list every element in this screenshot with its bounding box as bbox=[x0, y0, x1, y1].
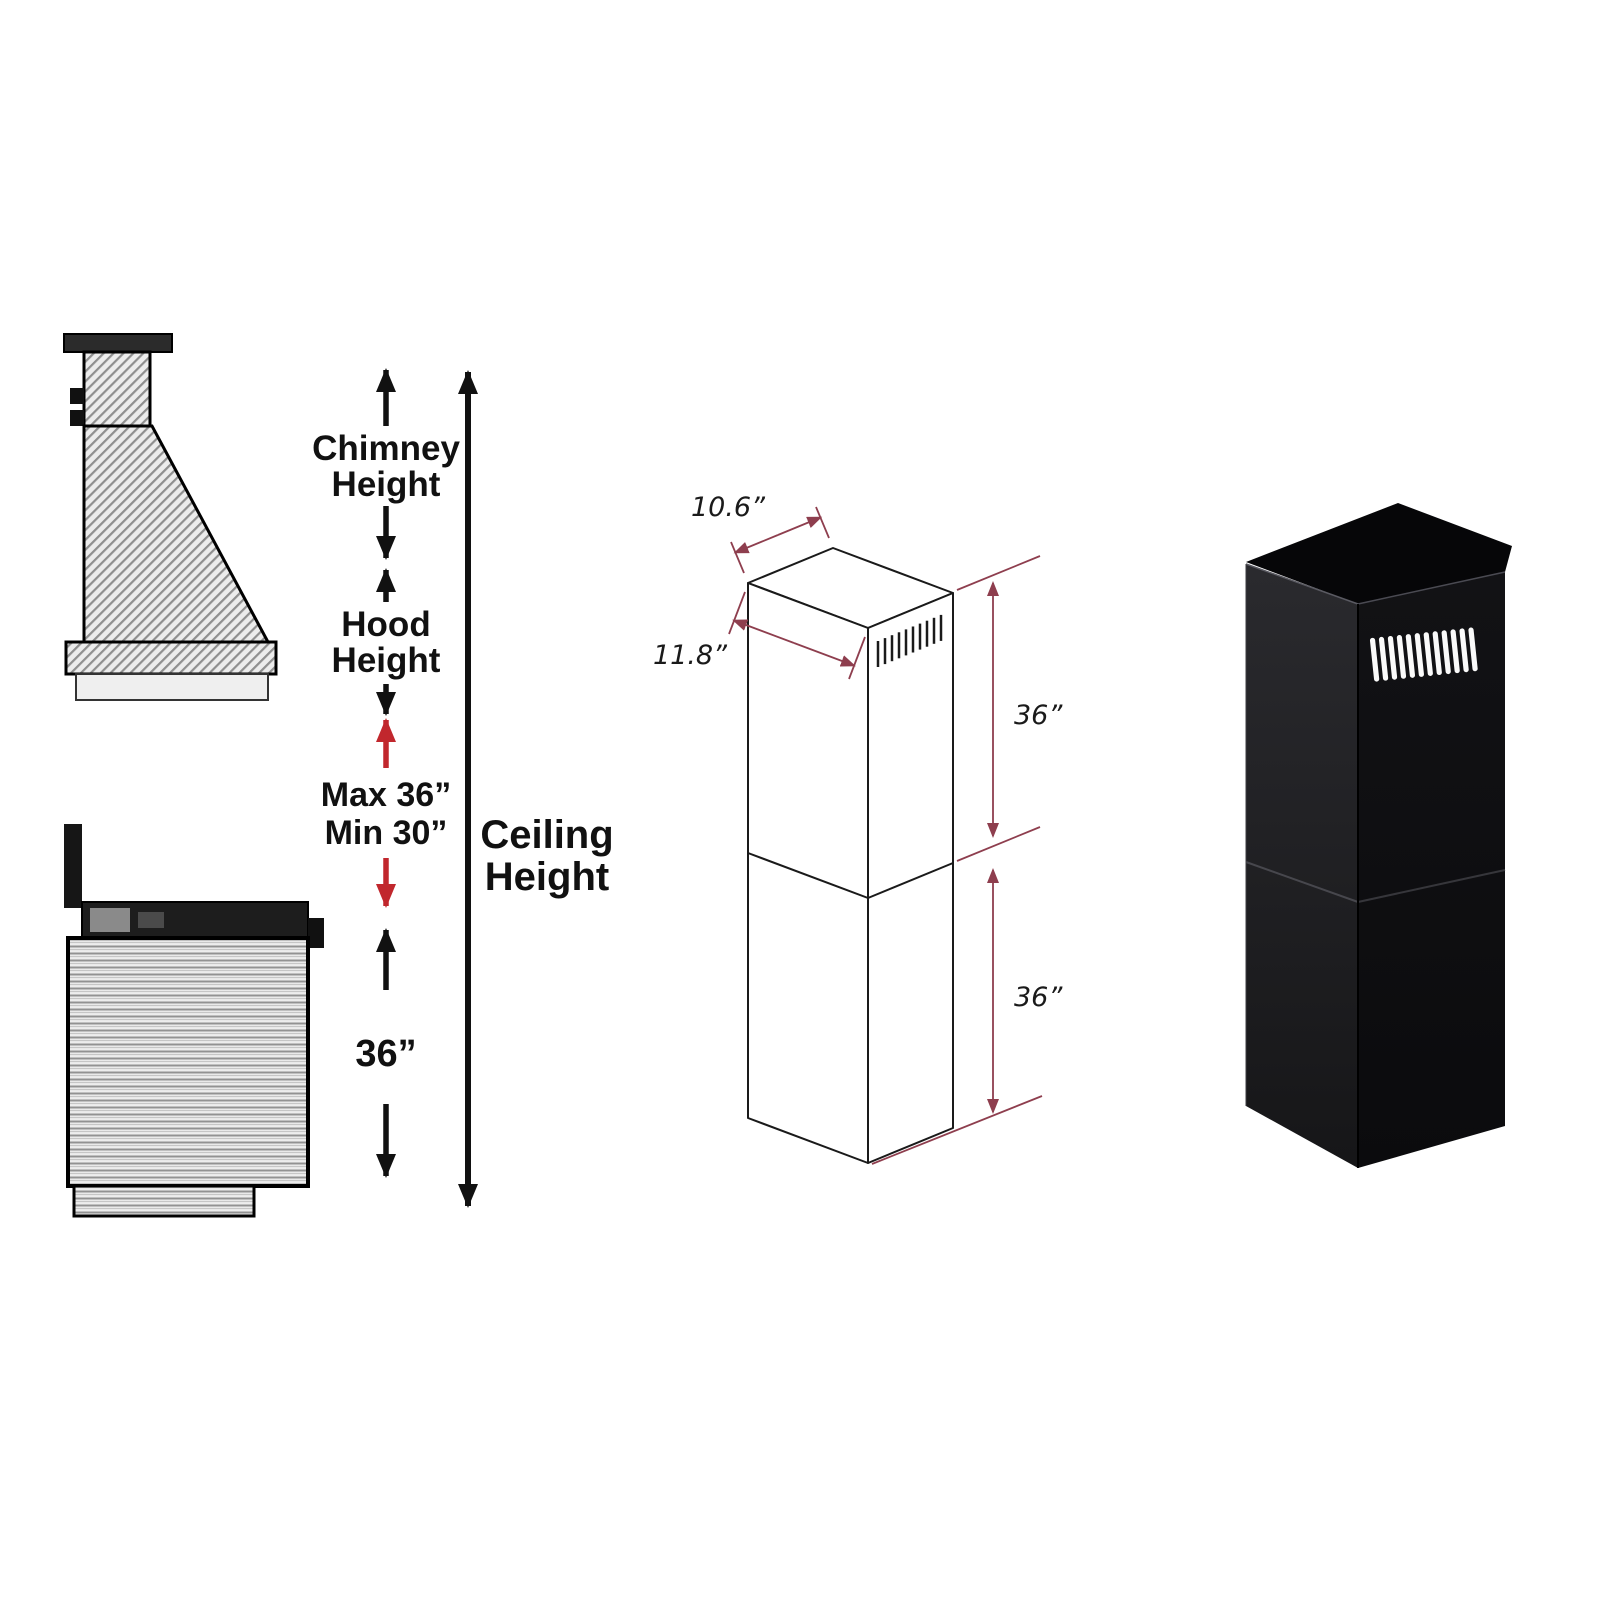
upper-section-label: 36” bbox=[1014, 700, 1063, 731]
chimney-front-face bbox=[1358, 572, 1505, 1168]
wireframe-right-face bbox=[867, 592, 954, 1164]
ext-line-width-2 bbox=[848, 636, 866, 680]
oven-drawer bbox=[72, 1184, 256, 1218]
ext-line-depth-2 bbox=[815, 506, 830, 539]
chimney-vent-grille bbox=[1369, 627, 1478, 682]
ext-line-depth-1 bbox=[730, 541, 745, 574]
chimney-height-label-line2: Height bbox=[332, 465, 441, 504]
installation-height-diagram: Chimney Height Hood Height Max 36” Min 3… bbox=[63, 333, 614, 1218]
ceiling-height-label-line1: Ceiling bbox=[480, 813, 613, 857]
hood-to-cooktop-label: 36” bbox=[355, 1033, 416, 1075]
hood-rim bbox=[64, 640, 278, 676]
chimney-back-flange bbox=[1246, 503, 1512, 604]
chimney-cap bbox=[63, 333, 173, 353]
chimney-left-face bbox=[1246, 564, 1358, 1168]
chimney-top-edge-left bbox=[1245, 563, 1359, 605]
hood-side-view bbox=[63, 333, 278, 701]
range-side-view bbox=[64, 824, 324, 1218]
dim-depth-half-1 bbox=[733, 534, 779, 554]
ext-line-right-top bbox=[956, 555, 1041, 591]
range-control-detail-2 bbox=[138, 912, 164, 928]
range-side-knob bbox=[308, 918, 324, 948]
hood-baffle bbox=[75, 673, 269, 701]
oven-door bbox=[66, 936, 310, 1188]
ceiling-height-label-line2: Height bbox=[485, 855, 609, 899]
chimney-clip-top bbox=[70, 388, 84, 404]
lower-section-label: 36” bbox=[1014, 982, 1063, 1013]
dim-width-half-2 bbox=[793, 642, 856, 667]
chimney-seam-left bbox=[1245, 861, 1359, 903]
hood-chimney bbox=[82, 350, 152, 428]
width-dimension-label: 11.8” bbox=[653, 640, 728, 671]
wireframe-front-face bbox=[747, 582, 869, 1164]
chimney-height-label-line1: Chimney bbox=[312, 429, 460, 468]
ext-line-right-mid bbox=[956, 826, 1041, 862]
ext-line-right-bottom bbox=[871, 1095, 1043, 1165]
range-backguard bbox=[64, 824, 82, 908]
black-chimney-render bbox=[1245, 503, 1512, 1168]
hood-height-label-line1: Hood bbox=[341, 605, 430, 644]
dimension-lines bbox=[728, 506, 1043, 1165]
dim-width-half-1 bbox=[732, 619, 795, 644]
hood-canopy bbox=[82, 424, 271, 644]
chimney-seam-front bbox=[1357, 869, 1506, 903]
wireframe-vent-grille bbox=[876, 614, 943, 667]
dim-depth-half-2 bbox=[777, 516, 823, 536]
max-clearance-label: Max 36” bbox=[321, 776, 451, 814]
ext-line-width-1 bbox=[728, 591, 746, 635]
min-clearance-label: Min 30” bbox=[325, 814, 448, 852]
chimney-clip-bottom bbox=[70, 410, 84, 426]
chimney-wireframe-diagram: 10.6” 11.8” 36” 36” bbox=[653, 492, 1063, 1165]
hood-height-label-line2: Height bbox=[332, 641, 441, 680]
wireframe-seam-front bbox=[747, 852, 869, 899]
depth-dimension-label: 10.6” bbox=[691, 492, 766, 523]
range-control-detail bbox=[90, 908, 130, 932]
chimney-wireframe-box bbox=[747, 547, 954, 1164]
chimney-top-edge-front bbox=[1357, 571, 1506, 605]
wireframe-seam-right bbox=[867, 862, 954, 899]
